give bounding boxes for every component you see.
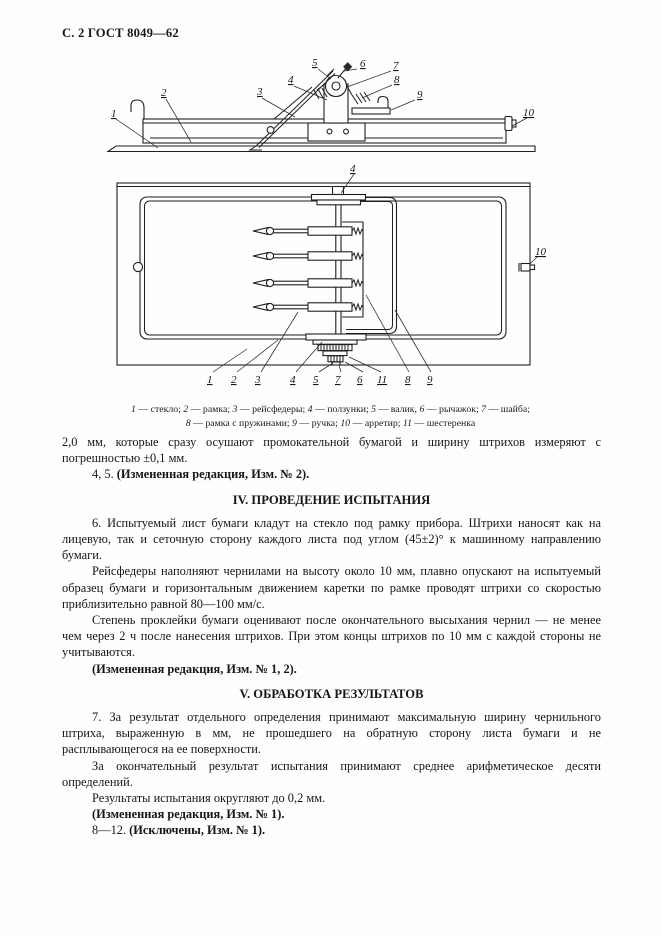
part-label: 3 <box>256 86 263 98</box>
bolt <box>343 128 349 135</box>
part-label: 1 <box>111 108 117 120</box>
amendment-text: (Измененная редакция, Изм. № 2). <box>116 467 310 482</box>
part-label: 11 <box>377 374 387 386</box>
body-text: 2,0 мм, которые сразу осушают промокател… <box>62 434 601 839</box>
handle-loop <box>346 196 398 335</box>
amendment-note: (Измененная редакция, Изм. № 1). <box>92 807 285 822</box>
slider-plate <box>310 193 367 201</box>
paragraph-8-12: 8—12. (Исключены, Изм. № 1). <box>62 822 601 838</box>
drawing-pen-row <box>252 226 364 236</box>
legend-line-2: 8 — рамка с пружинами; 9 — ручка; 10 — а… <box>185 417 476 429</box>
apparatus-figure: 1 2 3 4 5 6 7 8 9 10 <box>106 57 547 386</box>
paragraph-6c: Степень проклейки бумаги оценивают после… <box>62 613 601 660</box>
part-label: 4 <box>290 374 296 386</box>
arretir-knob <box>520 262 531 272</box>
washer <box>331 81 341 91</box>
arretir-knob <box>504 115 513 132</box>
part-label: 2 <box>161 87 167 99</box>
part-label: 6 <box>360 58 366 70</box>
bolt <box>326 128 333 135</box>
paragraph-6b: Рейсфедеры наполняют чернилами на высоту… <box>62 564 601 611</box>
part-label: 4 <box>288 74 294 86</box>
figure-legend: 1 — стекло; 2 — рамка; 3 — рейсфедеры; 4… <box>0 403 661 430</box>
part-label: 2 <box>231 374 237 386</box>
part-label: 8 <box>394 74 400 86</box>
drawing-pen-row <box>252 251 364 261</box>
paragraph-continuation: 2,0 мм, которые сразу осушают промокател… <box>62 435 601 466</box>
carriage-slider <box>307 122 366 142</box>
paragraph-6: 6. Испытуемый лист бумаги кладут на стек… <box>62 515 601 563</box>
part-label: 7 <box>393 60 399 72</box>
paragraph-7b: За окончательный результат испытания при… <box>62 758 601 789</box>
amendment-clauses: 4, 5. <box>92 467 117 482</box>
part-label: 1 <box>207 374 213 386</box>
leader-lines <box>115 68 528 149</box>
part-label: 5 <box>312 57 318 69</box>
spring <box>351 278 364 288</box>
drawing-pen-row <box>252 278 364 288</box>
handle-bar <box>351 107 391 115</box>
carriage-tab <box>331 185 345 196</box>
page-header: С. 2 ГОСТ 8049—62 <box>62 26 179 40</box>
spring-frame <box>342 221 364 318</box>
pivot-knob <box>132 261 144 273</box>
leader-lines <box>212 173 539 373</box>
part-label: 6 <box>357 374 363 386</box>
handle-hook <box>377 95 389 108</box>
part-label: 9 <box>427 374 433 386</box>
legend-line-1: 1 — стекло; 2 — рамка; 3 — рейсфедеры; 4… <box>131 404 530 415</box>
figure-top-view: 4 10 1 2 3 4 5 7 6 11 8 9 <box>116 163 547 386</box>
excluded-clauses: 8—12. <box>92 823 130 838</box>
section-heading-iv: IV. ПРОВЕДЕНИЕ ИСПЫТАНИЯ <box>232 492 431 507</box>
spring <box>351 226 364 236</box>
gear-assembly <box>305 333 367 366</box>
spring <box>351 251 364 261</box>
part-label: 3 <box>254 374 261 386</box>
spring <box>351 302 364 312</box>
part-label: 4 <box>350 163 356 175</box>
excluded-text: (Исключены, Изм. № 1). <box>129 823 266 838</box>
glass-plate <box>106 145 536 153</box>
glass-stand <box>116 182 531 366</box>
part-label: 9 <box>417 89 423 101</box>
spring-hatch-right <box>351 91 371 105</box>
drawing-pen-row <box>252 302 364 312</box>
part-label: 10 <box>523 107 535 119</box>
amendment-note: 4, 5. (Измененная редакция, Изм. № 2). <box>62 466 601 482</box>
figure-side-view: 1 2 3 4 5 6 7 8 9 10 <box>106 57 536 153</box>
frame-outline <box>139 196 507 340</box>
amendment-note: (Измененная редакция, Изм. № 1, 2). <box>92 661 297 676</box>
part-label: 8 <box>405 374 411 386</box>
paragraph-7c: Результаты испытания округляют до 0,2 мм… <box>92 791 326 806</box>
frame-hook <box>130 99 145 119</box>
gear <box>327 355 344 363</box>
part-label: 7 <box>335 374 341 386</box>
part-label: 5 <box>313 374 319 386</box>
drawing-pen <box>248 68 336 151</box>
paragraph-7: 7. За результат отдельного определения п… <box>62 710 601 757</box>
part-label: 10 <box>535 246 547 258</box>
section-heading-v: V. ОБРАБОТКА РЕЗУЛЬТАТОВ <box>239 686 424 701</box>
